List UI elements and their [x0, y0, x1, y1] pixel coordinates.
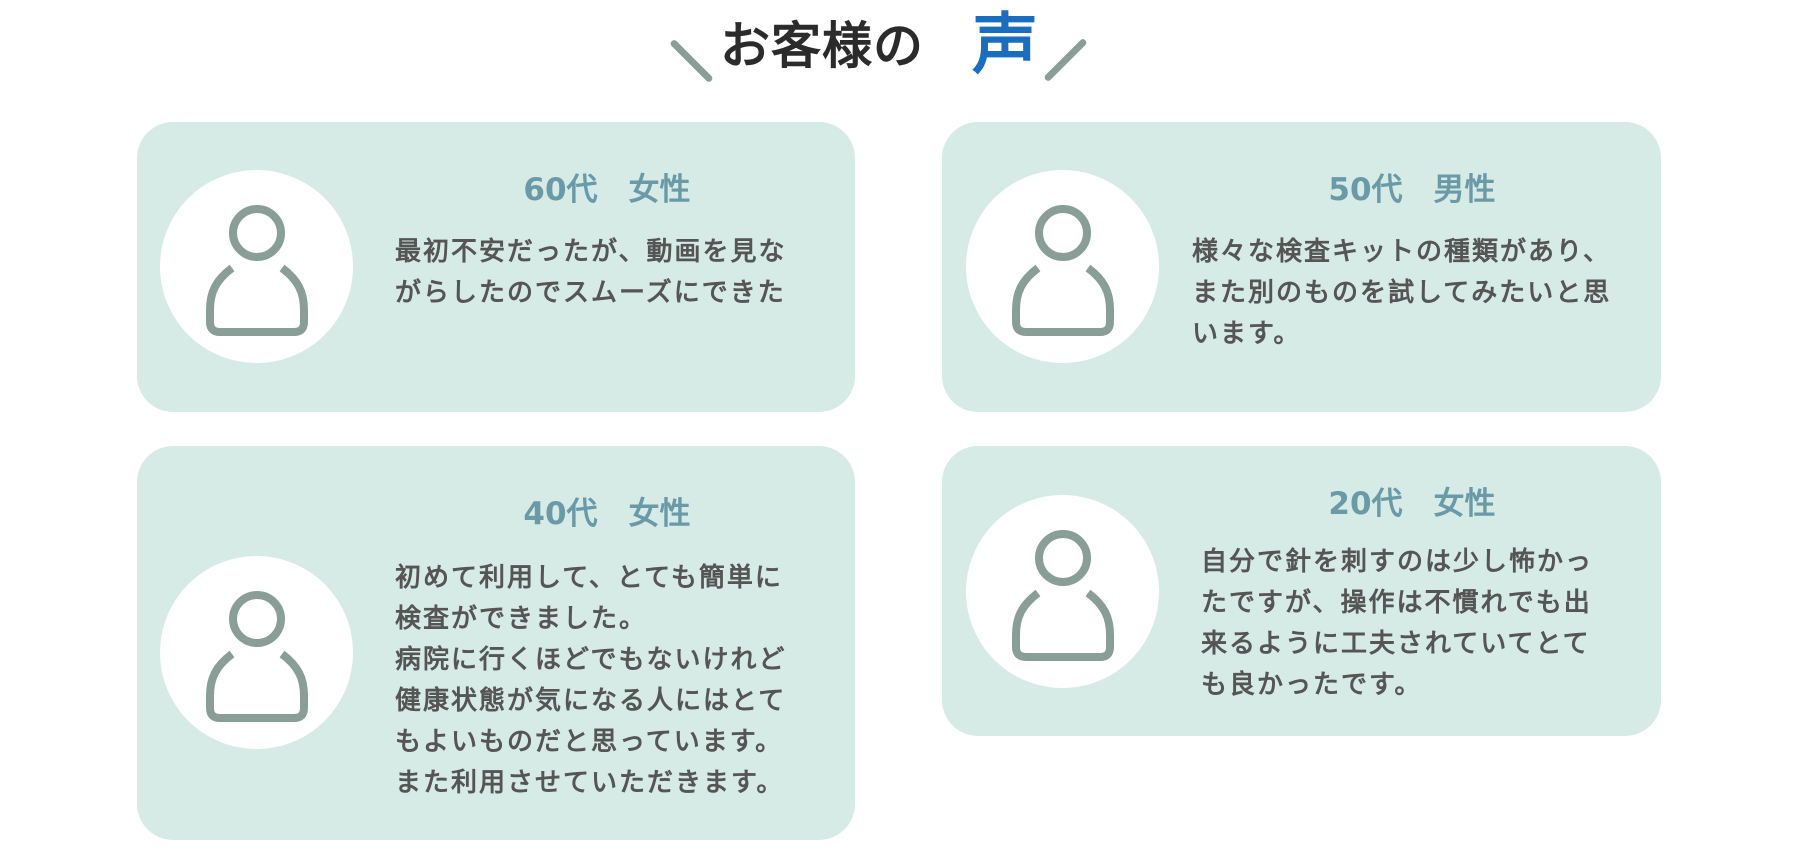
- customer-heading: 20代 女性: [1328, 486, 1496, 522]
- user-icon: [1012, 530, 1114, 661]
- avatar: [160, 556, 353, 749]
- customer-heading: 60代 女性: [523, 172, 691, 208]
- testimonial-card: 20代 女性 自分で針を刺すのは少し怖かっ たですが、操作は不慣れでも出 来るよ…: [942, 446, 1661, 736]
- user-icon: [1012, 205, 1114, 336]
- testimonial-card: 60代 女性 最初不安だったが、動画を見な がらしたのでスムーズにできた: [137, 122, 855, 412]
- avatar: [966, 170, 1159, 363]
- testimonial-text: 様々な検査キットの種類があり、 また別のものを試してみたいと思 います。: [1192, 237, 1612, 349]
- title-text: お客様の: [720, 17, 924, 75]
- testimonial-text: 初めて利用して、とても簡単に 検査ができました。 病院に行くほどでもないけれど …: [395, 563, 787, 798]
- user-icon: [206, 205, 308, 336]
- testimonial-card: 40代 女性 初めて利用して、とても簡単に 検査ができました。 病院に行くほどで…: [137, 446, 855, 840]
- testimonial-text: 最初不安だったが、動画を見な がらしたのでスムーズにできた: [395, 237, 787, 308]
- slash-left-icon: [669, 38, 714, 84]
- avatar: [966, 495, 1159, 688]
- section-title: お客様の 声: [0, 0, 1800, 100]
- customer-heading: 50代 男性: [1328, 172, 1496, 208]
- customer-heading: 40代 女性: [523, 496, 691, 532]
- user-icon: [206, 591, 308, 722]
- slash-right-icon: [1043, 37, 1088, 83]
- testimonial-card: 50代 男性 様々な検査キットの種類があり、 また別のものを試してみたいと思 い…: [942, 122, 1661, 412]
- avatar: [160, 170, 353, 363]
- title-accent-text: 声: [972, 6, 1038, 83]
- testimonial-text: 自分で針を刺すのは少し怖かっ たですが、操作は不慣れでも出 来るように工夫されて…: [1201, 547, 1594, 700]
